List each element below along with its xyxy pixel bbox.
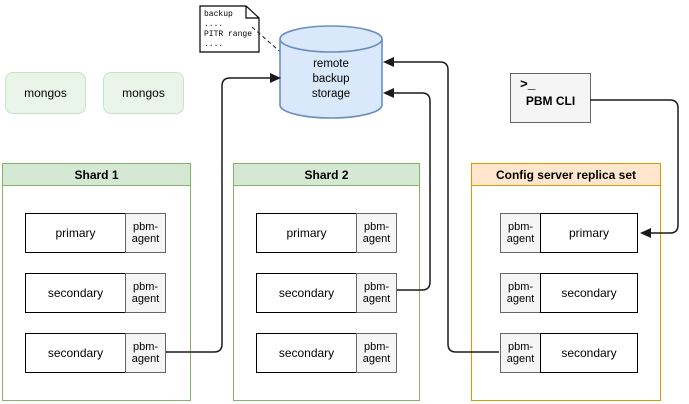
config-server-group: Config server replica set pbm-agent prim… [471, 163, 661, 401]
arrowhead [270, 73, 281, 83]
remote-backup-storage-label: remote backup storage [281, 57, 381, 102]
replica-node: primary [540, 213, 638, 253]
pbm-agent-node: pbm-agent [125, 273, 166, 313]
replica-node: primary [256, 213, 357, 253]
arrowhead [383, 88, 394, 98]
replica-row: primary pbm-agent [25, 213, 166, 253]
shard1-group: Shard 1 primary pbm-agent secondary pbm-… [2, 163, 191, 401]
terminal-prompt-icon: >_ [520, 77, 536, 92]
replica-node: secondary [25, 333, 126, 373]
shard2-group: Shard 2 primary pbm-agent secondary pbm-… [233, 163, 420, 401]
replica-row: pbm-agent secondary [500, 273, 638, 313]
replica-node: primary [25, 213, 126, 253]
replica-node: secondary [540, 333, 638, 373]
mongos-node-1: mongos [5, 72, 86, 114]
replica-row: primary pbm-agent [256, 213, 397, 253]
pbm-agent-node: pbm-agent [500, 333, 541, 373]
mongos-label: mongos [24, 86, 67, 100]
storage-label-line: storage [311, 88, 351, 100]
replica-row: secondary pbm-agent [256, 333, 397, 373]
replica-node: secondary [25, 273, 126, 313]
pbm-agent-node: pbm-agent [125, 333, 166, 373]
pbm-agent-node: pbm-agent [356, 333, 397, 373]
mongos-label: mongos [122, 86, 165, 100]
pbm-agent-node: pbm-agent [500, 273, 541, 313]
backup-note-text: backup .... PITR range .... [204, 10, 253, 49]
storage-label-line: remote [313, 58, 349, 70]
replica-row: pbm-agent primary [500, 213, 638, 253]
pbm-agent-node: pbm-agent [500, 213, 541, 253]
mongos-node-2: mongos [103, 72, 184, 114]
pbm-cli-box: >_ PBM CLI [510, 73, 591, 123]
pbm-agent-node: pbm-agent [125, 213, 166, 253]
replica-row: secondary pbm-agent [256, 273, 397, 313]
pbm-cli-label: PBM CLI [525, 94, 576, 108]
replica-node: secondary [256, 333, 357, 373]
arrowhead [383, 57, 394, 67]
replica-node: secondary [540, 273, 638, 313]
pbm-agent-node: pbm-agent [356, 273, 397, 313]
config-server-title: Config server replica set [472, 164, 660, 186]
replica-row: secondary pbm-agent [25, 273, 166, 313]
replica-row: secondary pbm-agent [25, 333, 166, 373]
replica-row: pbm-agent secondary [500, 333, 638, 373]
storage-label-line: backup [312, 73, 350, 85]
pbm-agent-node: pbm-agent [356, 213, 397, 253]
shard1-title: Shard 1 [3, 164, 190, 186]
shard2-title: Shard 2 [234, 164, 419, 186]
replica-node: secondary [256, 273, 357, 313]
